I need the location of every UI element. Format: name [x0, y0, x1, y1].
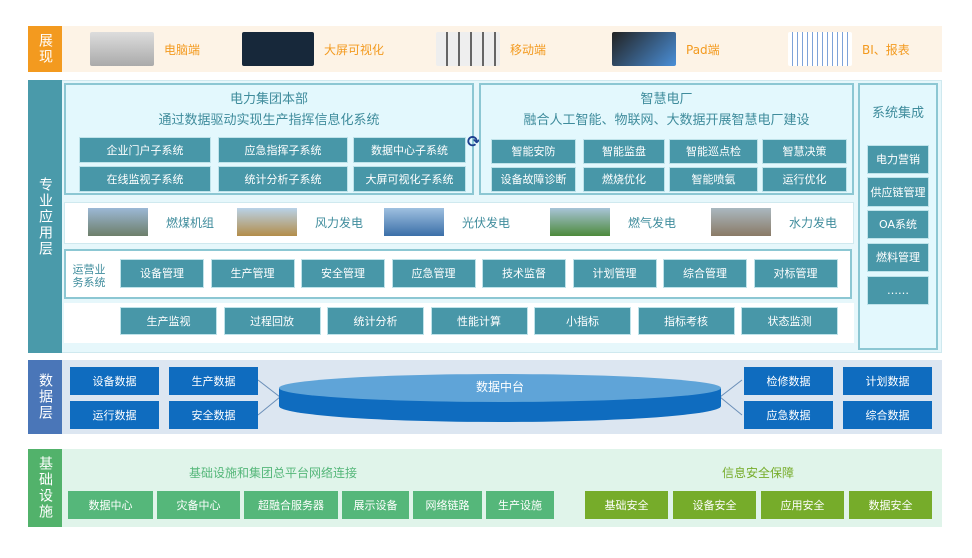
plant-type[interactable]: 光伏发电: [384, 208, 510, 236]
group-hq-subtitle: 通过数据驱动实现生产指挥信息化系统: [158, 113, 380, 128]
plant-photo: [711, 208, 771, 236]
data-hub-cylinder: [279, 374, 721, 422]
data-source-button[interactable]: 综合数据: [843, 401, 932, 429]
display-item[interactable]: BI、报表: [788, 30, 910, 68]
smart-plant-title: 智慧电厂: [640, 92, 693, 107]
data-source-button[interactable]: 安全数据: [169, 401, 258, 429]
hq-subsystem-button[interactable]: 统计分析子系统: [218, 166, 348, 192]
analytics-button[interactable]: 生产监视: [120, 307, 217, 335]
hq-subsystem-button[interactable]: 企业门户子系统: [79, 137, 211, 163]
bi-report-icon: [788, 32, 852, 66]
smart-plant-button[interactable]: 智能巡点检: [669, 139, 758, 164]
smart-plant-subtitle: 融合人工智能、物联网、大数据开展智慧电厂建设: [523, 113, 810, 128]
security-title: 信息安全保障: [721, 466, 794, 480]
smart-plant-button[interactable]: 设备故障诊断: [491, 167, 576, 192]
display-item-label: 电脑端: [164, 42, 201, 57]
infrastructure-button[interactable]: 网络链路: [413, 491, 482, 519]
display-item[interactable]: 大屏可视化: [242, 30, 384, 68]
plant-photo: [237, 208, 297, 236]
hq-subsystem-button[interactable]: 在线监视子系统: [79, 166, 211, 192]
plant-type[interactable]: 燃煤机组: [88, 208, 214, 236]
operations-button[interactable]: 安全管理: [301, 259, 385, 288]
analytics-button[interactable]: 状态监测: [741, 307, 838, 335]
infrastructure-button[interactable]: 数据中心: [68, 491, 153, 519]
display-item[interactable]: Pad端: [612, 30, 720, 68]
network-title: 基础设施和集团总平台网络连接: [188, 466, 357, 480]
group-hq-title: 电力集团本部: [229, 92, 308, 107]
infrastructure-button[interactable]: 超融合服务器: [244, 491, 338, 519]
operations-button[interactable]: 综合管理: [663, 259, 747, 288]
tablet-icon: [612, 32, 676, 66]
plant-type[interactable]: 燃气发电: [550, 208, 676, 236]
smart-plant-button[interactable]: 燃烧优化: [583, 167, 665, 192]
integration-button[interactable]: OA系统: [867, 210, 929, 239]
smart-plant-button[interactable]: 智能喷氨: [669, 167, 758, 192]
desktop-computer-icon: [90, 32, 154, 66]
display-item-label: Pad端: [686, 42, 720, 57]
display-layer-label: 展现: [28, 26, 62, 72]
sync-arrows-icon: ⟳: [467, 132, 481, 151]
integration-title: 系统集成: [871, 106, 924, 121]
operations-button[interactable]: 计划管理: [572, 259, 657, 288]
data-source-button[interactable]: 应急数据: [744, 401, 833, 429]
analytics-button[interactable]: 指标考核: [637, 307, 735, 335]
plant-label: 水力发电: [789, 215, 838, 230]
data-source-button[interactable]: 生产数据: [169, 367, 258, 395]
data-layer-label: 数据层: [28, 360, 62, 434]
integration-button[interactable]: 燃料管理: [867, 243, 929, 272]
plant-label: 燃煤机组: [166, 215, 215, 230]
analytics-button[interactable]: 小指标: [534, 307, 631, 335]
operations-label: 运营业务系统: [72, 263, 106, 289]
data-hub-label: 数据中台: [475, 380, 524, 394]
mobile-phones-icon: [436, 32, 500, 66]
data-connector-lines: [257, 379, 743, 416]
display-item[interactable]: 移动端: [436, 30, 546, 68]
display-item-label: 大屏可视化: [324, 42, 385, 57]
hq-subsystem-button[interactable]: 大屏可视化子系统: [353, 166, 466, 192]
data-source-button[interactable]: 运行数据: [70, 401, 159, 429]
smart-plant-button[interactable]: 智能监盘: [583, 139, 665, 164]
hq-subsystem-button[interactable]: 应急指挥子系统: [218, 137, 348, 163]
app-layer-label: 专业应用层: [28, 80, 62, 353]
operations-button[interactable]: 对标管理: [753, 259, 838, 288]
operations-button[interactable]: 设备管理: [120, 259, 204, 288]
display-item-label: BI、报表: [862, 42, 910, 57]
plant-label: 风力发电: [315, 215, 364, 230]
operations-button[interactable]: 技术监督: [482, 259, 566, 288]
plant-photo: [384, 208, 444, 236]
analytics-button[interactable]: 性能计算: [430, 307, 528, 335]
integration-button[interactable]: ……: [867, 276, 929, 305]
integration-button[interactable]: 供应链管理: [867, 177, 929, 207]
plant-type[interactable]: 水力发电: [711, 208, 837, 236]
integration-button[interactable]: 电力营销: [867, 145, 929, 174]
data-source-button[interactable]: 检修数据: [744, 367, 833, 395]
operations-button[interactable]: 生产管理: [210, 259, 295, 288]
security-button[interactable]: 数据安全: [849, 491, 932, 519]
operations-button[interactable]: 应急管理: [391, 259, 476, 288]
display-item[interactable]: 电脑端: [90, 30, 200, 68]
smart-plant-button[interactable]: 智慧决策: [762, 139, 847, 164]
infrastructure-button[interactable]: 展示设备: [342, 491, 409, 519]
security-button[interactable]: 应用安全: [761, 491, 844, 519]
analytics-button[interactable]: 统计分析: [327, 307, 424, 335]
security-button[interactable]: 设备安全: [673, 491, 756, 519]
plant-photo: [88, 208, 148, 236]
analytics-button[interactable]: 过程回放: [223, 307, 321, 335]
smart-plant-button[interactable]: 智能安防: [491, 139, 576, 164]
plant-label: 光伏发电: [462, 215, 511, 230]
infra-layer-label: 基础设施: [28, 449, 62, 527]
big-screen-dashboard-icon: [242, 32, 314, 66]
data-source-button[interactable]: 设备数据: [70, 367, 159, 395]
display-item-label: 移动端: [510, 42, 547, 57]
security-button[interactable]: 基础安全: [585, 491, 668, 519]
plant-label: 燃气发电: [628, 215, 677, 230]
data-source-button[interactable]: 计划数据: [843, 367, 932, 395]
plant-photo: [550, 208, 610, 236]
smart-plant-button[interactable]: 运行优化: [762, 167, 847, 192]
infrastructure-button[interactable]: 灾备中心: [157, 491, 240, 519]
hq-subsystem-button[interactable]: 数据中心子系统: [353, 137, 466, 163]
infrastructure-button[interactable]: 生产设施: [486, 491, 554, 519]
plant-type[interactable]: 风力发电: [237, 208, 363, 236]
